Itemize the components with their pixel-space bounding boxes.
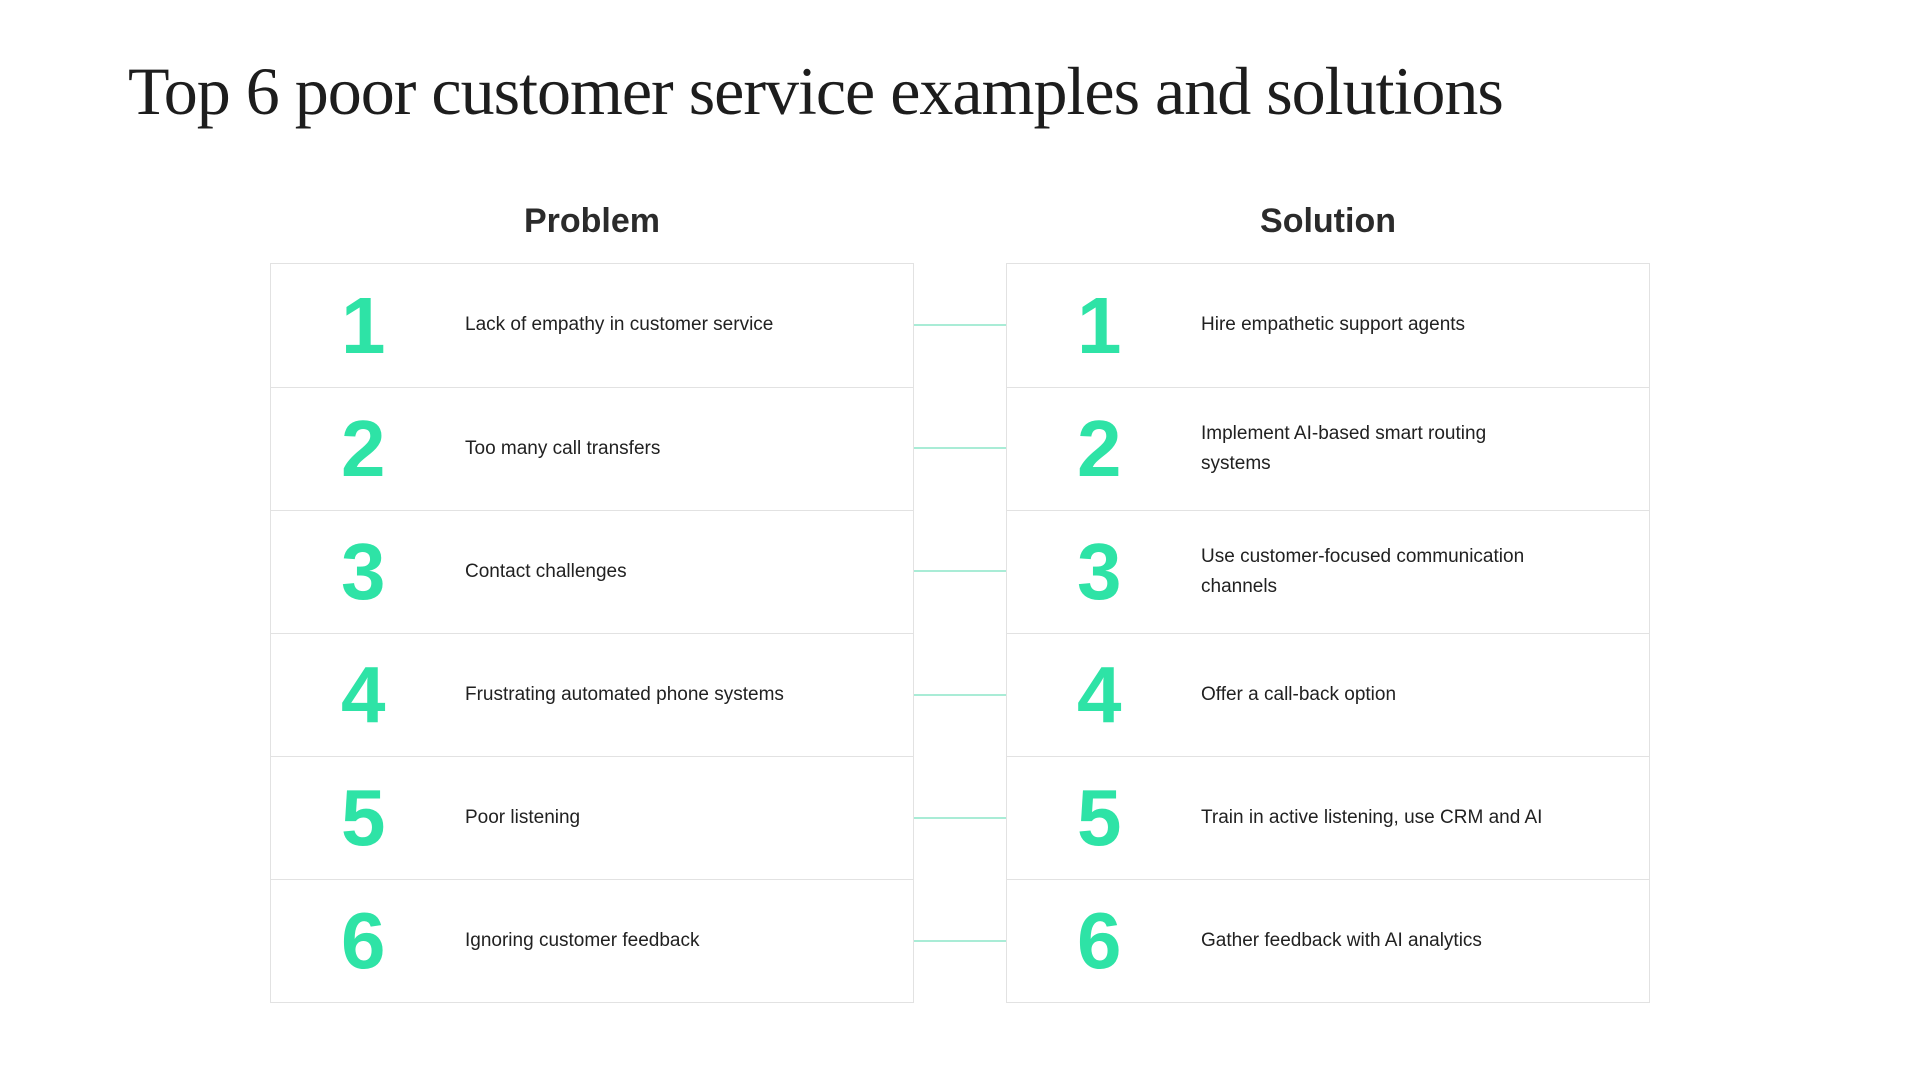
row-number: 3 <box>1077 527 1122 616</box>
row-text: Use customer-focused communication chann… <box>1201 545 1525 597</box>
solution-row: 1 Hire empathetic support agents <box>1007 264 1649 387</box>
connector-line <box>914 940 1006 943</box>
solution-row: 5 Train in active listening, use CRM and… <box>1007 756 1649 879</box>
solution-column-header: Solution <box>1260 202 1396 240</box>
row-number: 1 <box>341 280 386 370</box>
problem-row: 5 Poor listening <box>271 756 913 879</box>
connector-line <box>914 446 1006 449</box>
row-number: 3 <box>341 527 386 616</box>
row-text: Frustrating automated phone systems <box>465 683 784 705</box>
row-text: Implement AI-based smart routing systems <box>1201 422 1487 474</box>
row-number: 2 <box>1077 404 1122 493</box>
problem-row: 3 Contact challenges <box>271 510 913 633</box>
row-number: 4 <box>341 650 386 739</box>
problem-row: 2 Too many call transfers <box>271 387 913 510</box>
row-text: Too many call transfers <box>465 437 661 459</box>
connector-column <box>914 263 1006 1003</box>
row-text: Hire empathetic support agents <box>1201 314 1466 336</box>
row-text: Offer a call-back option <box>1201 683 1397 705</box>
row-number: 5 <box>1077 773 1122 862</box>
row-number: 2 <box>341 404 386 493</box>
solution-row: 4 Offer a call-back option <box>1007 633 1649 756</box>
row-number: 6 <box>341 896 386 985</box>
connector-line <box>914 570 1006 573</box>
row-number: 4 <box>1077 650 1122 739</box>
solution-row: 3 Use customer-focused communication cha… <box>1007 510 1649 633</box>
page-title: Top 6 poor customer service examples and… <box>128 53 1504 129</box>
problem-row: 6 Ignoring customer feedback <box>271 879 913 1002</box>
connector-line <box>914 323 1006 326</box>
problem-row: 4 Frustrating automated phone systems <box>271 633 913 756</box>
comparison-board: 1 Lack of empathy in customer service 2 … <box>270 263 1650 1003</box>
row-text: Lack of empathy in customer service <box>465 314 774 336</box>
problem-column: 1 Lack of empathy in customer service 2 … <box>270 263 914 1003</box>
row-text: Train in active listening, use CRM and A… <box>1201 806 1543 828</box>
row-text: Poor listening <box>465 806 581 828</box>
problem-column-header: Problem <box>523 202 661 240</box>
row-text: Ignoring customer feedback <box>465 929 700 951</box>
row-number: 1 <box>1077 280 1122 370</box>
connector-line <box>914 693 1006 696</box>
row-text: Gather feedback with AI analytics <box>1201 929 1482 951</box>
solution-row: 6 Gather feedback with AI analytics <box>1007 879 1649 1002</box>
row-text: Contact challenges <box>465 560 627 582</box>
row-number: 5 <box>341 773 386 862</box>
connector-line <box>914 816 1006 819</box>
solution-row: 2 Implement AI-based smart routing syste… <box>1007 387 1649 510</box>
problem-row: 1 Lack of empathy in customer service <box>271 264 913 387</box>
row-number: 6 <box>1077 896 1122 985</box>
solution-column: 1 Hire empathetic support agents 2 Imple… <box>1006 263 1650 1003</box>
